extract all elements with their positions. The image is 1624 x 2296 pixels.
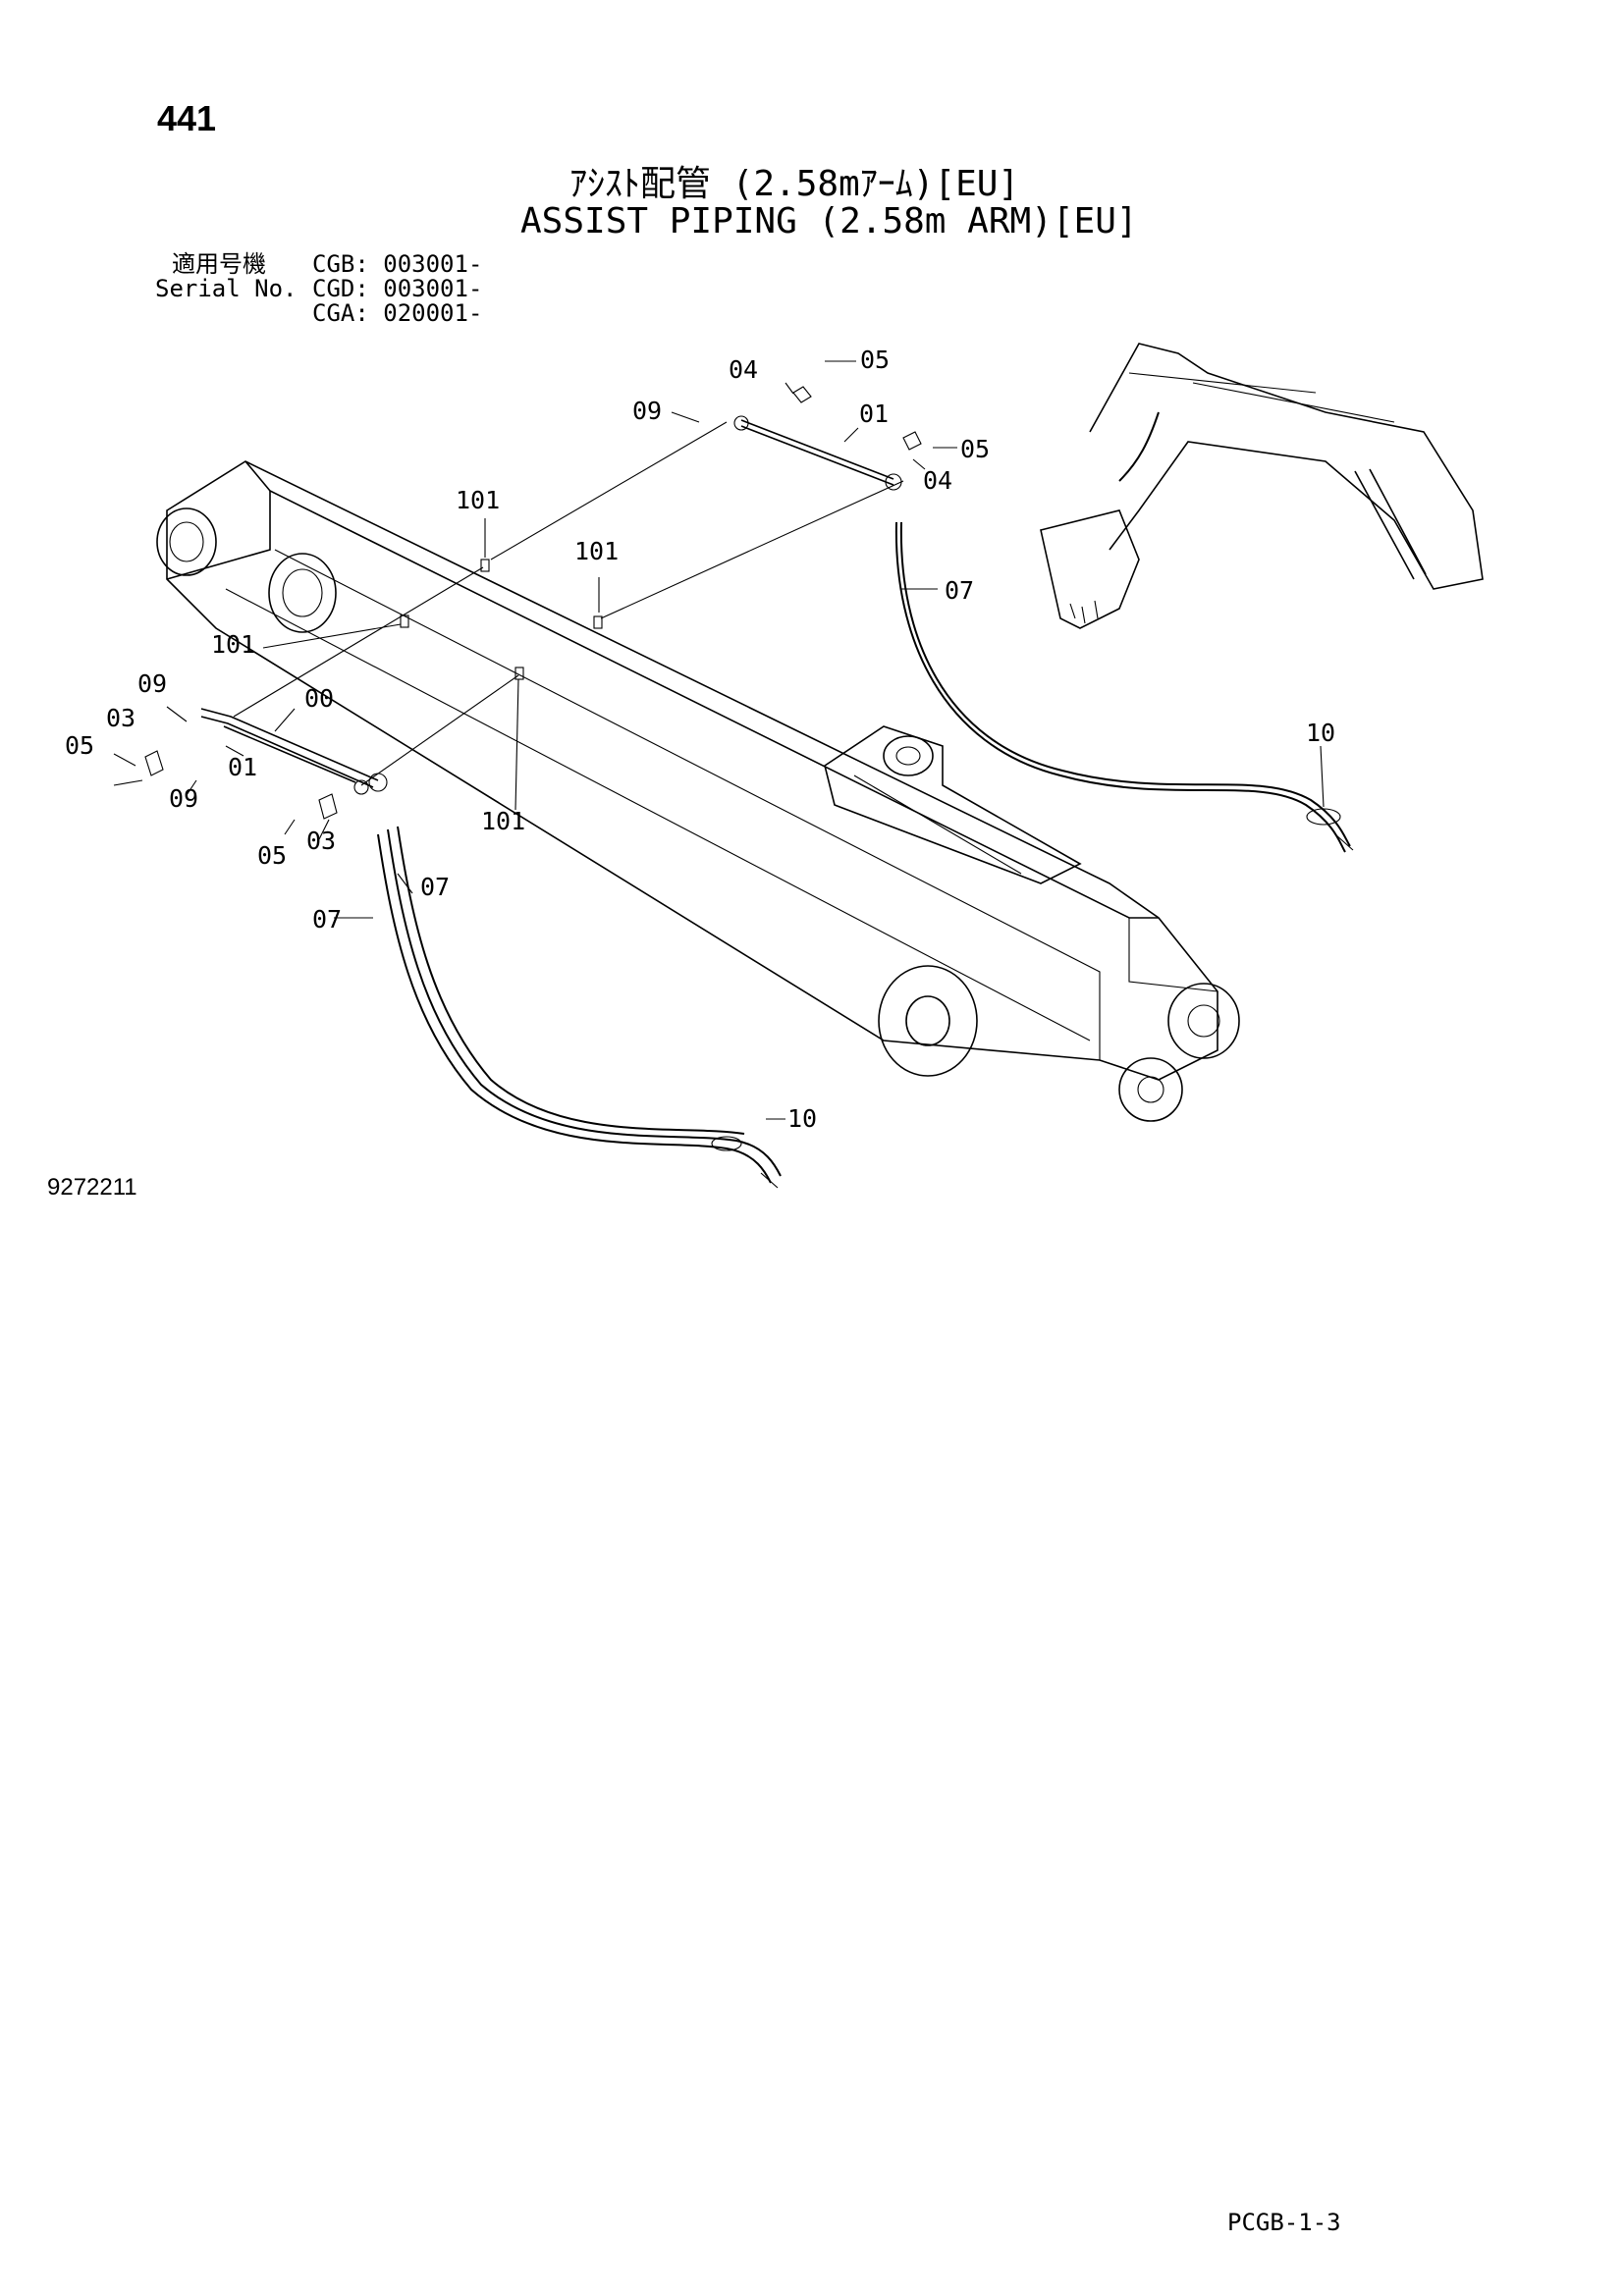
- pipes-left: [144, 708, 388, 820]
- callout-09-left: 09: [137, 669, 167, 698]
- callout-10-bottom: 10: [787, 1104, 817, 1133]
- callout-00: 00: [304, 684, 334, 713]
- excavator-inset: [1040, 343, 1484, 629]
- clamp-marks: [400, 559, 603, 680]
- callout-101-b: 101: [574, 537, 619, 565]
- callout-03-left: 03: [106, 704, 135, 732]
- serial-cgd: CGD: 003001-: [312, 275, 483, 302]
- page-number: 441: [157, 98, 217, 138]
- callout-labels: 04 05 09 01 05 04 101 101 07 101 09 00 0…: [65, 346, 1335, 1133]
- callout-03-bottom: 03: [306, 827, 336, 855]
- arm-body: [156, 460, 1240, 1122]
- callout-05-bottom: 05: [257, 841, 287, 870]
- page-code: PCGB-1-3: [1227, 2209, 1341, 2236]
- serial-label-jp: 適用号機: [172, 250, 266, 278]
- page-title-en: ASSIST PIPING (2.58m ARM)[EU]: [520, 201, 1138, 241]
- callout-09-left2: 09: [169, 784, 198, 813]
- serial-cga: CGA: 020001-: [312, 299, 483, 327]
- drawing-id: 9272211: [47, 1174, 137, 1201]
- callout-05-left: 05: [65, 731, 94, 760]
- callout-04-right: 04: [923, 466, 952, 495]
- callout-05-top: 05: [860, 346, 890, 374]
- callout-101-a: 101: [456, 486, 500, 514]
- page-title-jp: ｱｼｽﾄ配管 (2.58mｱｰﾑ)[EU]: [569, 164, 1020, 204]
- callout-01-top: 01: [859, 400, 889, 428]
- callout-101-d: 101: [481, 807, 525, 835]
- serial-label-en: Serial No.: [155, 275, 298, 302]
- callout-05-right: 05: [960, 435, 990, 463]
- serial-cgb: CGB: 003001-: [312, 250, 483, 278]
- callout-07-a: 07: [420, 873, 450, 901]
- callout-101-c: 101: [211, 630, 255, 659]
- callout-10-right: 10: [1306, 719, 1335, 747]
- callout-04-top: 04: [729, 355, 758, 384]
- leader-lines: [113, 360, 1325, 1120]
- callout-07-right: 07: [945, 576, 974, 605]
- callout-07-b: 07: [312, 905, 342, 934]
- pipes-top: [733, 386, 922, 491]
- callout-01-left: 01: [228, 753, 257, 781]
- hoses: [377, 521, 1354, 1189]
- callout-09-top: 09: [632, 397, 662, 425]
